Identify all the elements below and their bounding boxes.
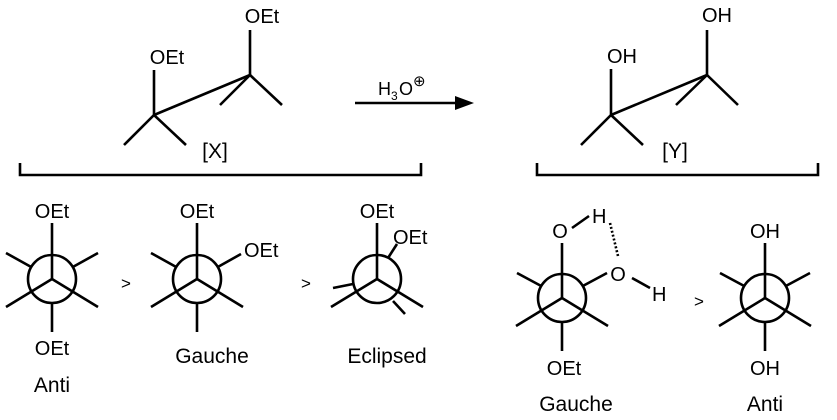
bracket-right: [535, 163, 820, 177]
bracket-left: [18, 163, 423, 177]
oet-group: OEt: [393, 227, 428, 249]
reagent-o: O: [399, 79, 413, 99]
oet-group: OEt: [245, 6, 280, 28]
conformer-label: Eclipsed: [347, 345, 426, 368]
reactant-x: OEt OEt [X]: [123, 6, 283, 163]
oet-group: OEt: [244, 240, 279, 262]
conformer-label: Gauche: [175, 345, 249, 368]
hydrogen-atom: H: [652, 284, 666, 306]
oet-group: OEt: [150, 47, 185, 69]
oet-group: OEt: [35, 201, 70, 223]
hydrogen-atom: H: [592, 206, 606, 228]
newman-eclipsed-x: OEt OEt Eclipsed: [330, 201, 428, 368]
newman-anti-x: OEt OEt Anti: [5, 201, 99, 397]
newman-gauche-x: OEt OEt Gauche: [150, 201, 279, 368]
hydrogen-bond: [608, 222, 620, 257]
conformer-label: Anti: [34, 374, 70, 397]
reagent-subscript: 3: [391, 89, 398, 103]
conformer-label: Anti: [747, 393, 783, 416]
oh-group: OH: [750, 221, 780, 243]
newman-gauche-y: O H O H OEt Gauche: [515, 206, 666, 416]
oxygen-atom: O: [610, 264, 626, 286]
greater-than: >: [301, 274, 311, 293]
newman-anti-y: OH OH Anti: [718, 221, 812, 416]
greater-than: >: [694, 292, 704, 311]
oet-group: OEt: [547, 358, 582, 380]
oh-group: OH: [750, 358, 780, 380]
reactant-label: [X]: [202, 140, 228, 163]
reaction-arrow: H 3 O ⊕: [355, 73, 474, 110]
product-label: [Y]: [662, 140, 688, 163]
reagent-h: H: [378, 79, 391, 99]
oet-group: OEt: [180, 201, 215, 223]
oet-group: OEt: [35, 338, 70, 360]
oxygen-atom: O: [552, 221, 568, 243]
conformer-label: Gauche: [539, 393, 613, 416]
product-y: OH OH [Y]: [580, 5, 739, 163]
oh-group: OH: [702, 5, 732, 27]
oet-group: OEt: [360, 201, 395, 223]
greater-than: >: [121, 274, 131, 293]
positive-charge-icon: ⊕: [413, 73, 426, 90]
oh-group: OH: [607, 46, 637, 68]
